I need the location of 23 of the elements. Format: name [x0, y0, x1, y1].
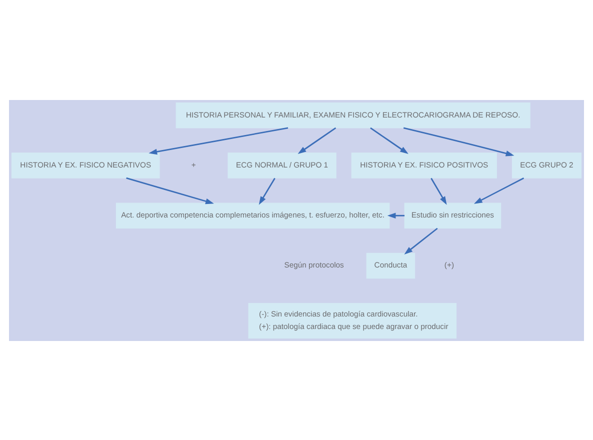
arrow	[387, 212, 405, 218]
arrow	[298, 126, 336, 154]
label: (+)	[444, 260, 454, 270]
node-box: HISTORIA Y EX. FISICO NEGATIVOS	[11, 152, 160, 178]
node-box: ECG GRUPO 2	[512, 152, 582, 178]
node-box: HISTORIA Y EX. FISICO POSITIVOS	[351, 152, 497, 178]
arrow	[404, 227, 438, 254]
arrow	[430, 177, 447, 204]
label: (+): patología cardiaca que se puede agravar o producir	[259, 322, 448, 331]
label: +	[191, 160, 196, 169]
arrow	[258, 177, 276, 204]
node-box: Conducta	[366, 252, 416, 278]
node-box: Act. deportiva competencia complemetarios imágenes, t. esfuerzo, holter, etc.	[116, 202, 390, 228]
arrow	[148, 126, 288, 154]
node-box: ECG NORMAL / GRUPO 1	[228, 152, 336, 178]
node-box: Estudio sin restricciones	[404, 202, 502, 228]
arrow	[474, 176, 524, 204]
label: (-): Sin evidencias de patología cardiovascular.	[259, 308, 418, 318]
arrow	[126, 176, 214, 204]
arrow	[403, 126, 514, 156]
arrow	[370, 126, 408, 154]
node-box: HISTORIA PERSONAL Y FAMILIAR, EXAMEN FISICO Y ELECTROCARIOGRAMA DE REPOSO.	[176, 102, 530, 128]
label: Según protocolos	[284, 260, 344, 270]
